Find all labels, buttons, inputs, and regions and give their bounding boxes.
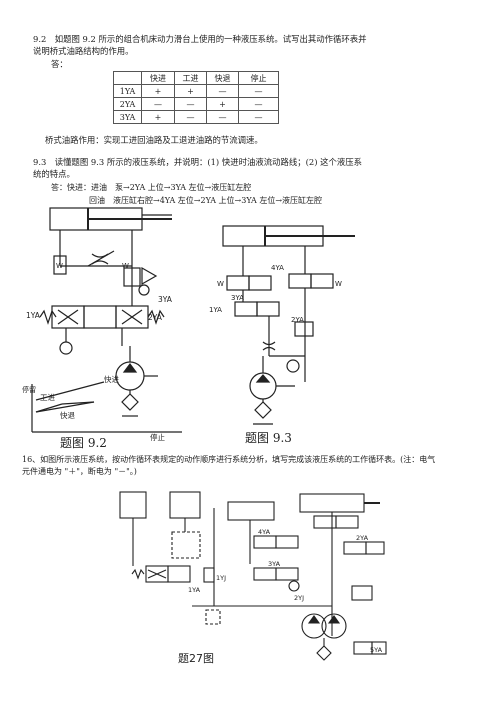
table-header-cell: 快退 xyxy=(206,71,239,85)
table-cell: + xyxy=(206,97,239,111)
fig93-label-2ya: 2YA xyxy=(291,316,304,324)
table-row: 2YA — — + — xyxy=(113,97,279,111)
table-cell: — xyxy=(141,97,175,111)
table-cell: 1YA xyxy=(113,84,142,98)
fig92-label-dwell: 停留 xyxy=(22,385,36,394)
fig27-label-5ya: 5YA xyxy=(370,646,383,654)
fig92-label-work-feed: 工进 xyxy=(40,393,55,402)
fig92-caption: 题图 9.2 xyxy=(60,436,107,450)
fig92-label-3ya: 3YA xyxy=(158,295,173,304)
fig93-label-w2: W xyxy=(335,280,342,288)
fig27-caption: 题27图 xyxy=(178,652,214,665)
q16-line1: 16、如图所示液压系统，按动作循环表规定的动作顺序进行系统分析，填写完成该液压系… xyxy=(22,455,436,464)
q92-title-line2: 说明桥式油路结构的作用。 xyxy=(33,46,134,56)
fig93-label-4ya: 4YA xyxy=(271,264,284,272)
fig27-hydraulic-diagram: 1YA 2YA 3YA 4YA 5YA 1YJ 2YJ xyxy=(119,491,387,661)
table-cell: + xyxy=(141,84,175,98)
q92-action-cycle-table: 快进 工进 快退 停止 1YA + + — — 2YA — — + — 3YA … xyxy=(113,71,279,124)
fig27-label-4ya: 4YA xyxy=(258,528,271,536)
fig27-label-3ya: 3YA xyxy=(268,560,281,568)
fig93-hydraulic-diagram: 4YA W 3YA 1YA W 2YA xyxy=(209,225,355,425)
table-row: 3YA + — — — xyxy=(113,110,279,124)
table-cell: — xyxy=(206,84,239,98)
table-cell: 3YA xyxy=(113,110,142,124)
table-cell: — xyxy=(238,97,279,111)
fig93-label-w: W xyxy=(217,280,224,288)
fig92-label-fast-return: 快退 xyxy=(60,410,75,420)
table-cell: + xyxy=(174,84,207,98)
table-header-cell: 停止 xyxy=(238,71,279,85)
q16-line2: 元件通电为 "＋"，断电为 "－"。) xyxy=(22,467,137,476)
q93-title-line2: 统的特点。 xyxy=(33,169,75,179)
fig27-label-2ya: 2YA xyxy=(356,534,369,542)
fig27-label-2yj: 2YJ xyxy=(294,594,304,602)
table-header-cell xyxy=(113,71,142,85)
q93-answer-line1: 答：快进：进油 泵→2YA 上位→3YA 左位→液压缸左腔 xyxy=(51,183,252,192)
fig92-label-1ya: 1YA xyxy=(26,311,41,320)
table-cell: — xyxy=(238,84,279,98)
q93-answer-line2: 回油 液压缸右腔→4YA 左位→2YA 上位→3YA 左位→液压缸左腔 xyxy=(89,196,323,205)
q92-title-line1: 9.2 如题图 9.2 所示的组合机床动力滑台上使用的一种液压系统。试写出其动作… xyxy=(33,34,367,44)
table-header-row: 快进 工进 快退 停止 xyxy=(113,71,279,85)
fig92-label-stop: 停止 xyxy=(150,432,165,442)
table-cell: — xyxy=(174,110,207,124)
table-cell: + xyxy=(141,110,175,124)
table-cell: — xyxy=(238,110,279,124)
table-cell: — xyxy=(206,110,239,124)
table-header-cell: 快进 xyxy=(141,71,175,85)
table-row: 1YA + + — — xyxy=(113,84,279,98)
table-cell: 2YA xyxy=(113,97,142,111)
table-cell: — xyxy=(174,97,207,111)
fig92-label-w: W xyxy=(56,262,63,270)
q92-answer-label: 答： xyxy=(51,59,68,69)
q92-bridge-note: 桥式油路作用：实现工进回油路及工退进油路的节流调速。 xyxy=(45,135,263,145)
fig93-label-1ya: 1YA xyxy=(209,306,222,314)
table-header-cell: 工进 xyxy=(174,71,207,85)
fig92-hydraulic-diagram: W 3YA 1YA 2YA W 快进 工进 快退 停止 停留 xyxy=(22,207,182,442)
fig93-caption: 题图 9.3 xyxy=(245,431,292,445)
fig27-label-1yj: 1YJ xyxy=(216,574,226,582)
fig92-label-w2: W xyxy=(122,262,129,270)
fig93-label-3ya: 3YA xyxy=(231,294,244,302)
fig92-label-2ya: 2YA xyxy=(148,313,163,322)
q93-title-line1: 9.3 读懂题图 9.3 所示的液压系统，并说明：(1) 快进时油液流动路线；(… xyxy=(33,157,363,167)
fig92-label-fast-forward: 快进 xyxy=(104,374,119,384)
fig27-label-1ya: 1YA xyxy=(188,586,201,594)
